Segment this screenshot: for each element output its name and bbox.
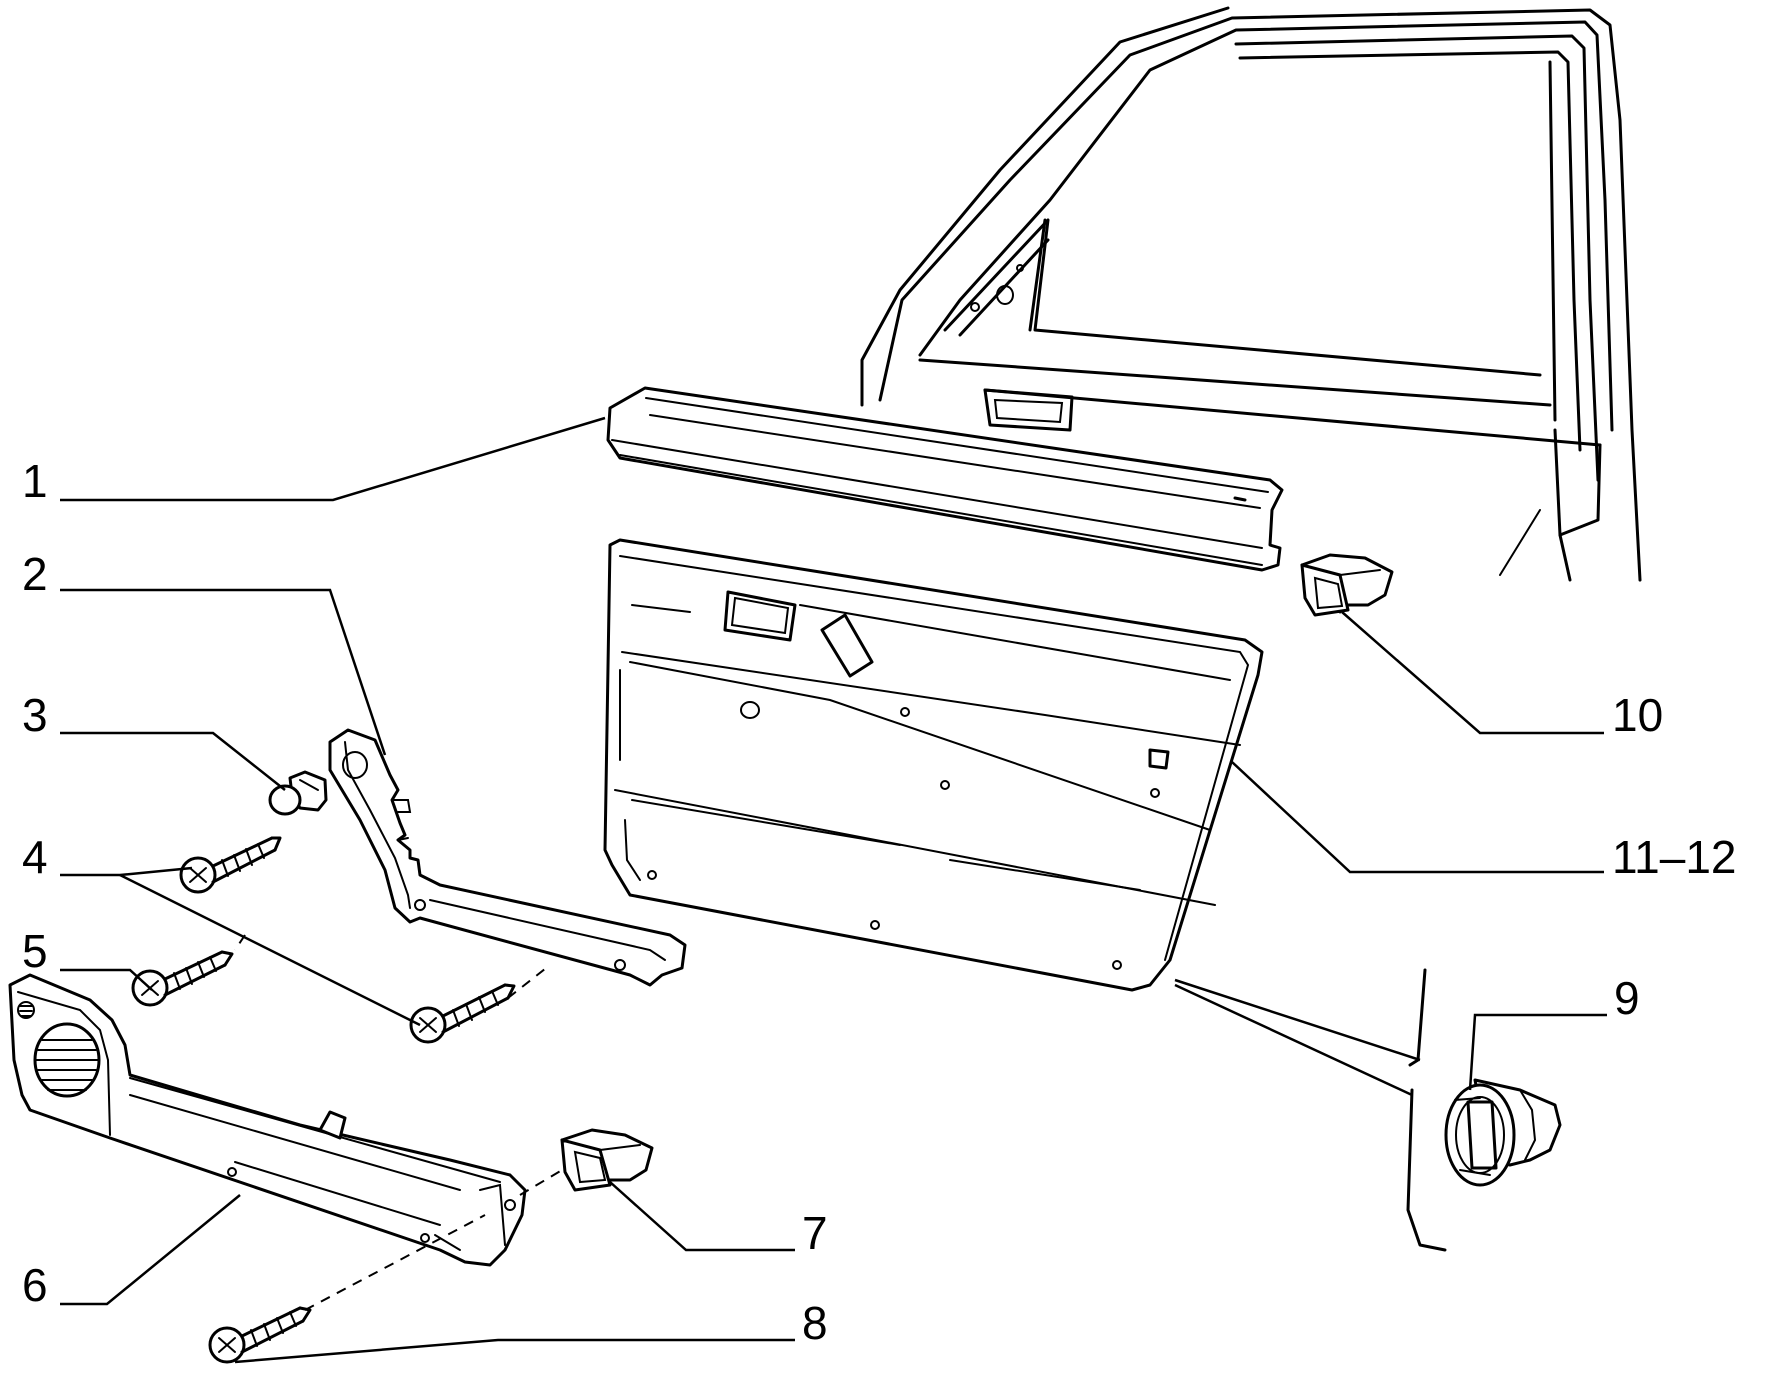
callout-3: 3: [22, 689, 48, 741]
leader-1: [60, 416, 606, 502]
callout-8: 8: [802, 1297, 828, 1349]
detail-bracket: [1406, 968, 1447, 1252]
part-10-clip: [1300, 553, 1394, 617]
part-3-plug: [268, 770, 328, 816]
leader-7: [609, 1181, 795, 1252]
leader-4b: [119, 873, 421, 1027]
leader-6: [60, 1194, 241, 1306]
door-frame: [860, 6, 1642, 582]
part-1-upper-trim-strip: [606, 386, 1284, 572]
leader-2: [60, 588, 387, 756]
leader-4a: [60, 866, 193, 877]
callout-7: 7: [802, 1207, 828, 1259]
leader-panel-to-clip-9: [1174, 978, 1421, 1097]
part-9-push-clip: [1444, 1078, 1562, 1187]
part-4-screw-upper: [179, 836, 282, 894]
callout-6: 6: [22, 1259, 48, 1311]
part-8-screw: [208, 1306, 312, 1364]
alignment-line-screw-4: [507, 964, 551, 999]
leader-11-12: [1231, 761, 1604, 874]
callout-10: 10: [1612, 689, 1664, 741]
part-2-armrest-handle: [328, 728, 687, 987]
leader-8: [234, 1338, 795, 1364]
callout-11-12: 11–12: [1612, 831, 1737, 883]
callout-1: 1: [22, 455, 48, 507]
part-7-clip: [560, 1128, 654, 1192]
part-11-12-door-panel: [603, 538, 1264, 992]
leader-9: [1468, 1013, 1607, 1091]
part-4-screw-lower: [409, 983, 516, 1044]
leader-3: [60, 731, 286, 791]
leader-5: [60, 968, 153, 991]
leader-lines: [60, 416, 1607, 1364]
callout-9: 9: [1614, 972, 1640, 1024]
leader-10: [1341, 611, 1604, 735]
part-6-lower-pocket-speaker-trim: [8, 973, 527, 1267]
callout-4: 4: [22, 831, 48, 883]
callout-2: 2: [22, 548, 48, 600]
alignment-line-screw-8: [304, 1214, 486, 1311]
callout-5: 5: [22, 925, 48, 977]
alignment-line-clip-7: [519, 1169, 563, 1196]
part-5-screw: [131, 950, 234, 1007]
